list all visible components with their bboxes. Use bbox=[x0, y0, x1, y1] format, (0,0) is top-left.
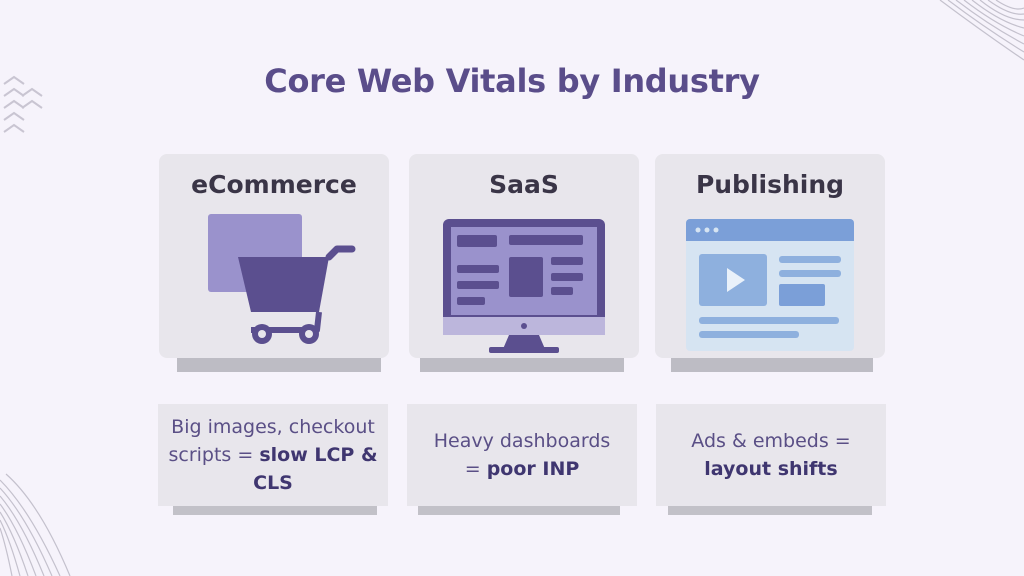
description-text: Heavy dashboards = poor INP bbox=[407, 427, 637, 483]
industry-description-publishing: Ads & embeds = layout shifts bbox=[656, 404, 886, 506]
industry-card-publishing: Publishing bbox=[655, 154, 885, 358]
description-text: Big images, checkout scripts = slow LCP … bbox=[158, 413, 388, 497]
description-highlight: poor INP bbox=[486, 458, 580, 480]
desktop-dashboard-icon bbox=[443, 219, 605, 353]
industry-card-ecommerce: eCommerce bbox=[159, 154, 389, 358]
card-shadow bbox=[671, 358, 873, 372]
description-plain: Big images, checkout scripts = bbox=[168, 416, 375, 466]
industry-card-saas: SaaS bbox=[409, 154, 639, 358]
description-plain: Heavy dashboards = bbox=[433, 430, 611, 480]
chevron-pattern-decoration bbox=[3, 75, 43, 133]
industry-description-ecommerce: Big images, checkout scripts = slow LCP … bbox=[158, 404, 388, 506]
stripe-decoration-bottom-left bbox=[0, 473, 71, 576]
desc-shadow bbox=[418, 506, 620, 515]
stripe-decoration-top-right bbox=[939, 0, 1024, 61]
description-highlight: layout shifts bbox=[704, 458, 838, 480]
browser-video-page-icon bbox=[686, 219, 854, 351]
description-highlight: slow LCP & CLS bbox=[253, 444, 378, 494]
card-shadow bbox=[420, 358, 624, 372]
desc-shadow bbox=[173, 506, 377, 515]
shopping-cart-icon bbox=[208, 214, 356, 344]
description-text: Ads & embeds = layout shifts bbox=[656, 427, 886, 483]
page-title: Core Web Vitals by Industry bbox=[264, 62, 760, 100]
card-title: eCommerce bbox=[191, 170, 357, 199]
industry-description-saas: Heavy dashboards = poor INP bbox=[407, 404, 637, 506]
description-plain: Ads & embeds = bbox=[691, 430, 851, 452]
desc-shadow bbox=[668, 506, 872, 515]
card-title: SaaS bbox=[489, 170, 559, 199]
card-title: Publishing bbox=[695, 170, 845, 199]
card-shadow bbox=[177, 358, 381, 372]
